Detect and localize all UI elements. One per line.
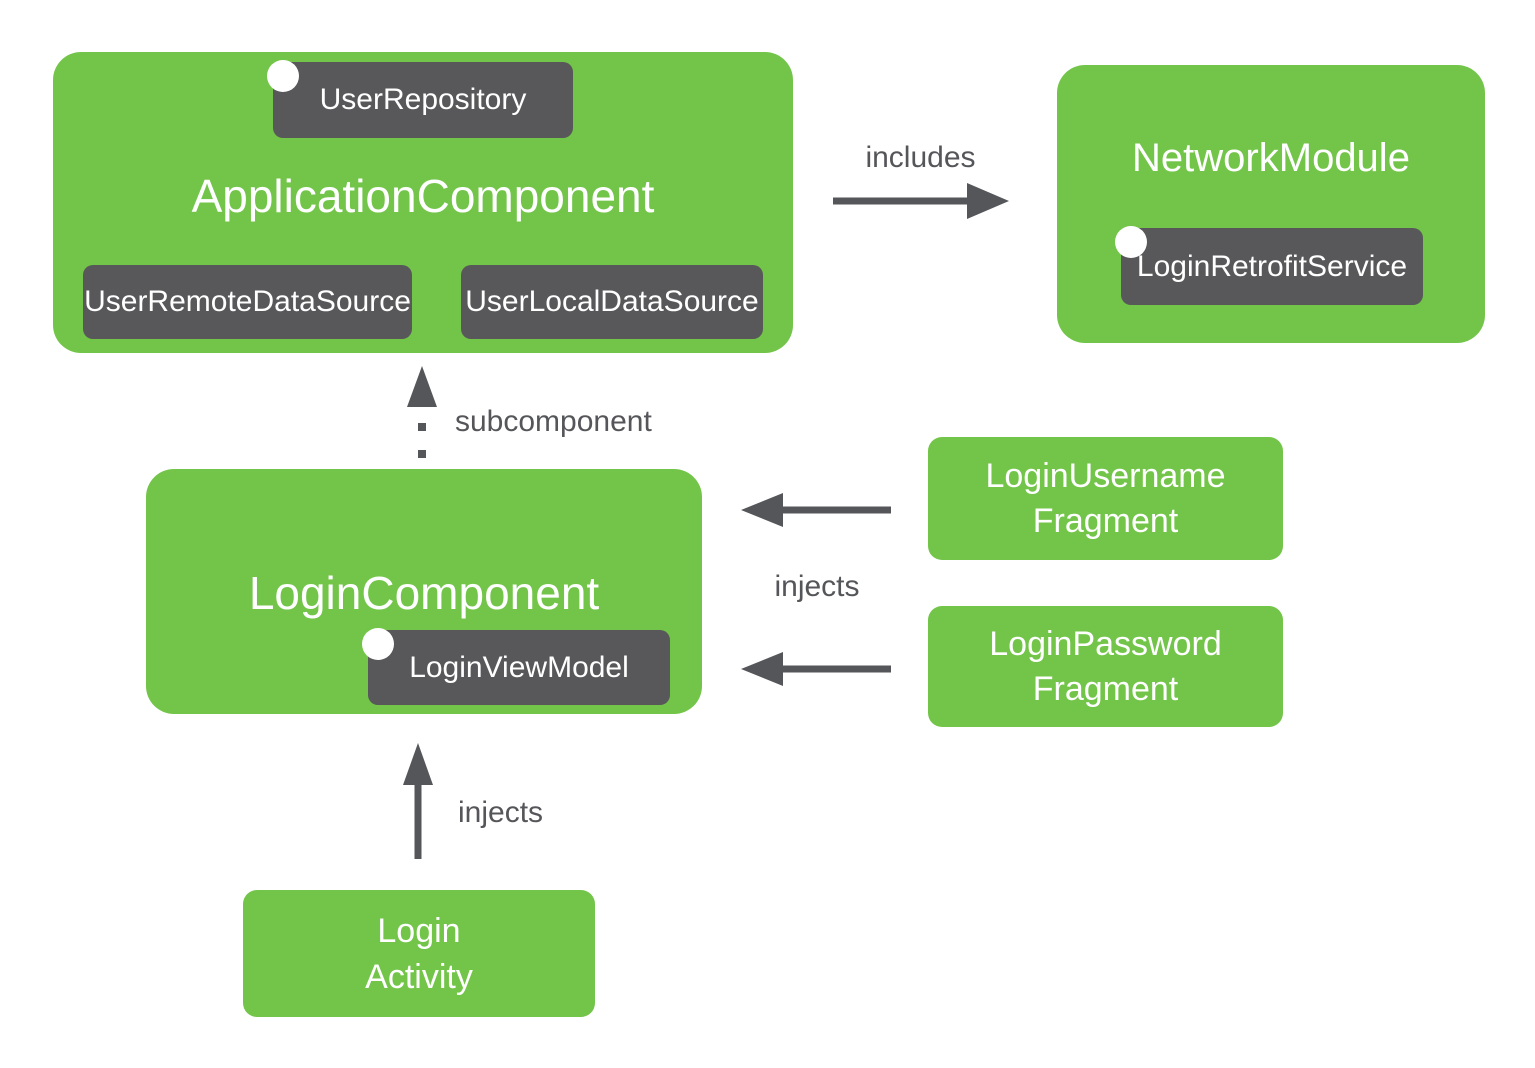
- application-component-title: ApplicationComponent: [191, 170, 655, 222]
- provided-object-dot-icon: [267, 60, 299, 92]
- subcomponent-arrow-label: subcomponent: [455, 405, 652, 438]
- injects-arrow-password-fragment: [741, 652, 891, 686]
- login-view-model-badge: LoginViewModel: [362, 628, 670, 705]
- user-local-data-source-label: UserLocalDataSource: [465, 285, 759, 318]
- injects-arrow-username-fragment: [741, 493, 891, 527]
- network-module-title: NetworkModule: [1132, 136, 1410, 180]
- login-component-box: LoginComponent LoginViewModel: [146, 469, 702, 714]
- user-repository-badge: UserRepository: [267, 60, 573, 138]
- user-local-data-source-badge: UserLocalDataSource: [461, 265, 763, 339]
- login-username-fragment-box: LoginUsername Fragment: [928, 437, 1283, 560]
- login-component-title: LoginComponent: [248, 567, 600, 619]
- user-remote-data-source-label: UserRemoteDataSource: [84, 285, 411, 318]
- login-password-fragment-line1: LoginPassword: [989, 624, 1222, 663]
- login-retrofit-service-badge: LoginRetrofitService: [1115, 226, 1423, 305]
- login-password-fragment-box: LoginPassword Fragment: [928, 606, 1283, 727]
- login-activity-line2: Activity: [365, 957, 473, 996]
- user-remote-data-source-badge: UserRemoteDataSource: [83, 265, 412, 339]
- login-username-fragment-line2: Fragment: [1032, 501, 1179, 540]
- injects-fragments-label: injects: [774, 570, 860, 603]
- includes-arrow: [833, 183, 1009, 219]
- injects-arrow-activity: [403, 743, 433, 859]
- login-activity-box: Login Activity: [243, 890, 595, 1017]
- provided-object-dot-icon: [1115, 226, 1147, 258]
- includes-arrow-label: includes: [865, 141, 976, 174]
- network-module-box: NetworkModule LoginRetrofitService: [1057, 65, 1485, 343]
- login-view-model-label: LoginViewModel: [409, 650, 629, 684]
- login-activity-line1: Login: [377, 911, 461, 950]
- provided-object-dot-icon: [362, 628, 394, 660]
- user-repository-label: UserRepository: [319, 83, 527, 116]
- login-password-fragment-line2: Fragment: [1032, 669, 1179, 708]
- login-retrofit-service-label: LoginRetrofitService: [1136, 249, 1408, 283]
- application-component-box: UserRepository ApplicationComponent User…: [53, 52, 793, 353]
- login-username-fragment-line1: LoginUsername: [985, 456, 1226, 495]
- injects-activity-label: injects: [458, 796, 544, 829]
- subcomponent-arrow: [407, 366, 437, 470]
